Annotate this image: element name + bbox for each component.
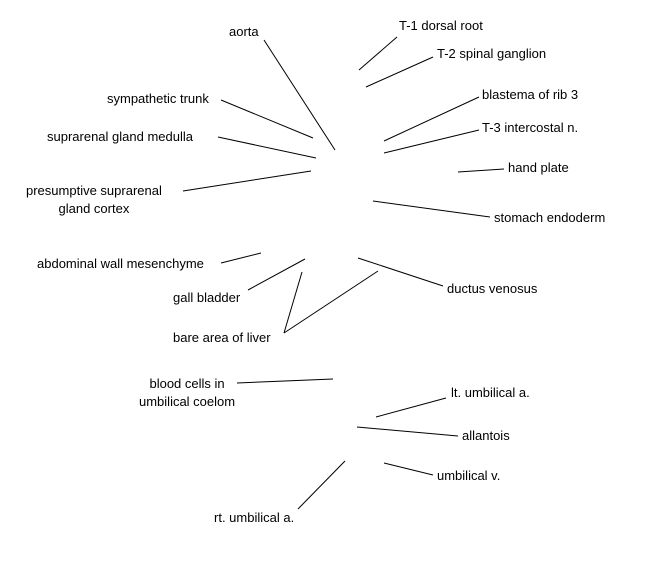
label-stomach-endoderm: stomach endoderm [494, 210, 606, 225]
abdominal-wall-leader [220, 252, 262, 264]
label-gall-bladder: gall bladder [173, 290, 241, 305]
label-rt-umbilical-a: rt. umbilical a. [214, 510, 295, 525]
bare-area-liver-leader-2 [283, 270, 379, 334]
lt-umbilical-a-leader [375, 397, 447, 418]
gall-bladder-leader [247, 258, 306, 291]
label-t2-spinal-ganglion: T-2 spinal ganglion [437, 46, 547, 61]
blastema-rib3-leader [383, 96, 480, 142]
t2-spinal-ganglion-leader [365, 56, 434, 88]
blood-cells-line-1: blood cells in [149, 376, 225, 391]
t1-dorsal-root-leader [358, 36, 398, 71]
label-bare-area-liver: bare area of liver [173, 330, 271, 345]
presumptive-suprarenal-line-1: presumptive suprarenal [26, 183, 162, 198]
presumptive-suprarenal-line-2: gland cortex [58, 201, 130, 216]
label-abdominal-wall: abdominal wall mesenchyme [37, 256, 204, 271]
aorta-leader [263, 39, 336, 151]
bare-area-liver-leader-1 [283, 271, 303, 334]
ductus-venosus-leader [357, 257, 444, 287]
label-sympathetic-trunk: sympathetic trunk [107, 91, 209, 106]
blood-cells-leader [236, 378, 334, 384]
label-blastema-rib3: blastema of rib 3 [482, 87, 579, 102]
t3-intercostal-leader [383, 129, 480, 154]
rt-umbilical-a-leader [297, 460, 346, 510]
label-t3-intercostal: T-3 intercostal n. [482, 120, 579, 135]
label-lt-umbilical-a: lt. umbilical a. [451, 385, 530, 400]
label-allantois: allantois [462, 428, 510, 443]
label-suprarenal-medulla: suprarenal gland medulla [47, 129, 193, 144]
blood-cells-line-2: umbilical coelom [139, 394, 236, 409]
label-t1-dorsal-root: T-1 dorsal root [399, 18, 483, 33]
umbilical-v-leader [383, 462, 434, 476]
label-umbilical-v: umbilical v. [437, 468, 501, 483]
presumptive-suprarenal-leader [182, 170, 312, 192]
sympathetic-trunk-leader [220, 99, 314, 139]
label-ductus-venosus: ductus venosus [447, 281, 538, 296]
suprarenal-medulla-leader [217, 136, 317, 159]
label-presumptive-suprarenal: presumptive suprarenal gland cortex [26, 182, 162, 218]
hand-plate-leader [457, 168, 505, 173]
label-blood-cells: blood cells in umbilical coelom [139, 375, 235, 411]
allantois-leader [356, 426, 459, 437]
label-hand-plate: hand plate [508, 160, 569, 175]
stomach-endoderm-leader [372, 200, 491, 218]
label-aorta: aorta [229, 24, 259, 39]
